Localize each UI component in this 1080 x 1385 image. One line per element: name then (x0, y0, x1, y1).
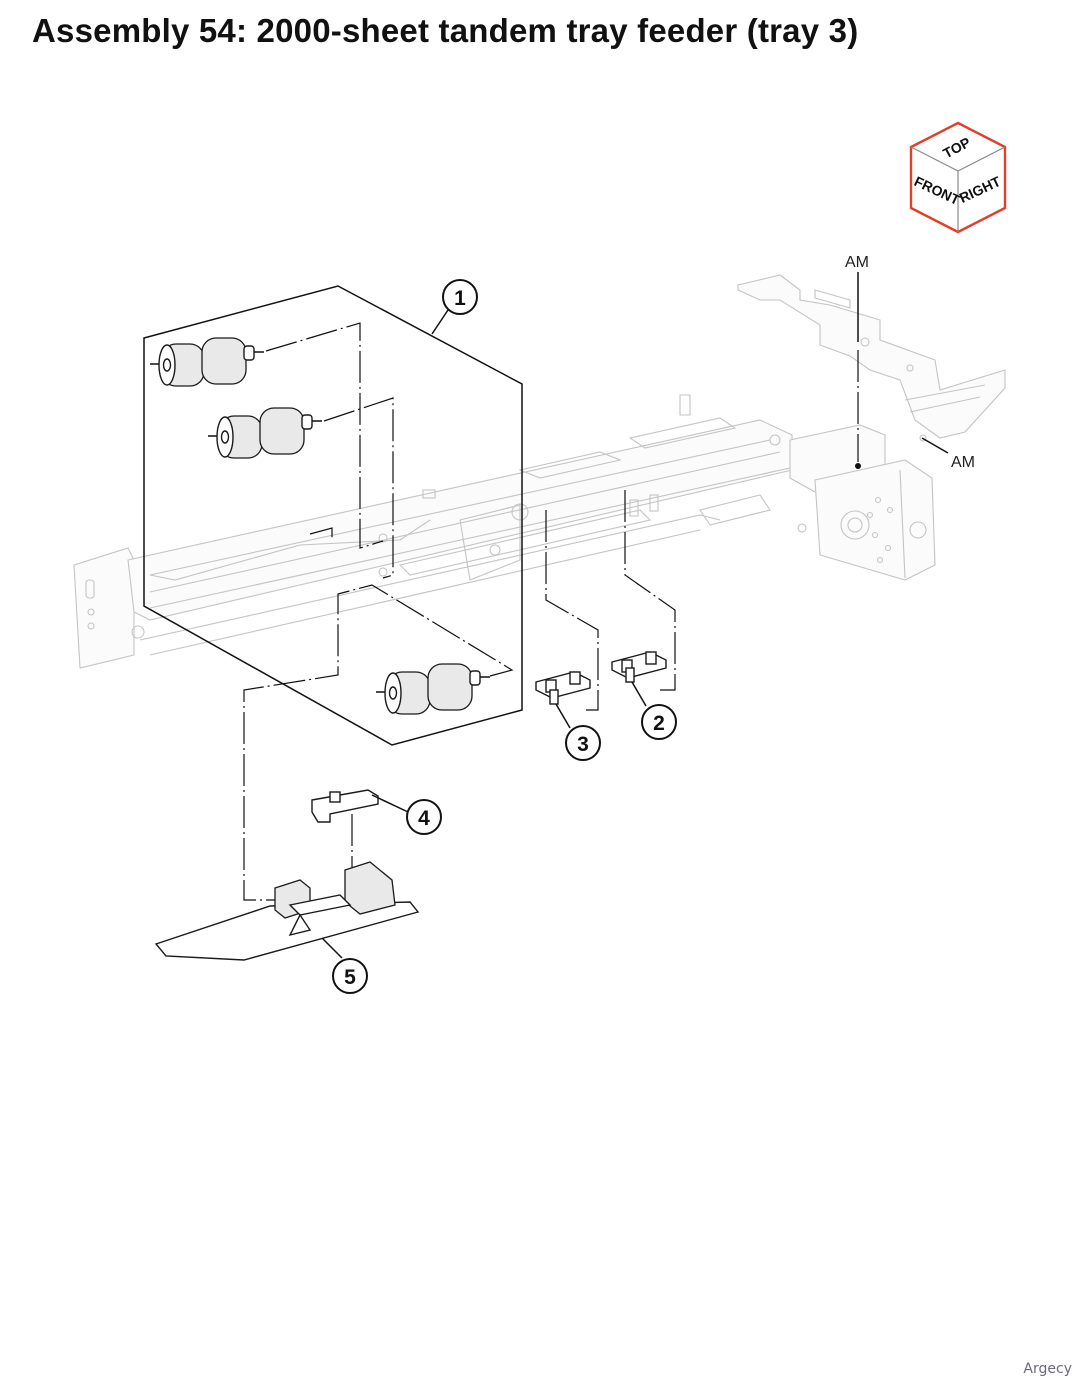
roller-kit-group (143, 285, 523, 901)
sensor-part-4 (311, 789, 409, 880)
watermark: Argecy (1023, 1361, 1072, 1377)
sensor-part-3 (535, 510, 599, 729)
svg-text:2: 2 (653, 712, 665, 735)
callout-5: 5 (332, 958, 368, 994)
orientation-cube: TOP FRONT RIGHT (909, 121, 1007, 234)
svg-text:1: 1 (454, 287, 466, 310)
svg-text:4: 4 (418, 807, 430, 830)
pick-roller-a (150, 337, 264, 387)
pick-roller-c (376, 663, 490, 715)
callout-2: 2 (641, 704, 677, 740)
pick-roller-b (208, 407, 322, 459)
callout-3: 3 (565, 725, 601, 761)
svg-text:3: 3 (577, 733, 589, 756)
am-label-top: AM (845, 254, 869, 271)
callout-4: 4 (406, 799, 442, 835)
callout-1: 1 (431, 279, 478, 335)
am-reference-right: AM (921, 437, 975, 471)
sensor-part-2 (611, 490, 676, 707)
page-title: Assembly 54: 2000-sheet tandem tray feed… (32, 12, 859, 49)
tray-feeder-frame-ghost (73, 274, 1006, 669)
roller-kit-outline (143, 285, 523, 746)
tray-guide-part-5 (154, 861, 420, 961)
am-label-right: AM (951, 454, 975, 471)
am-reference-top: AM (845, 254, 869, 469)
svg-text:5: 5 (344, 966, 356, 989)
